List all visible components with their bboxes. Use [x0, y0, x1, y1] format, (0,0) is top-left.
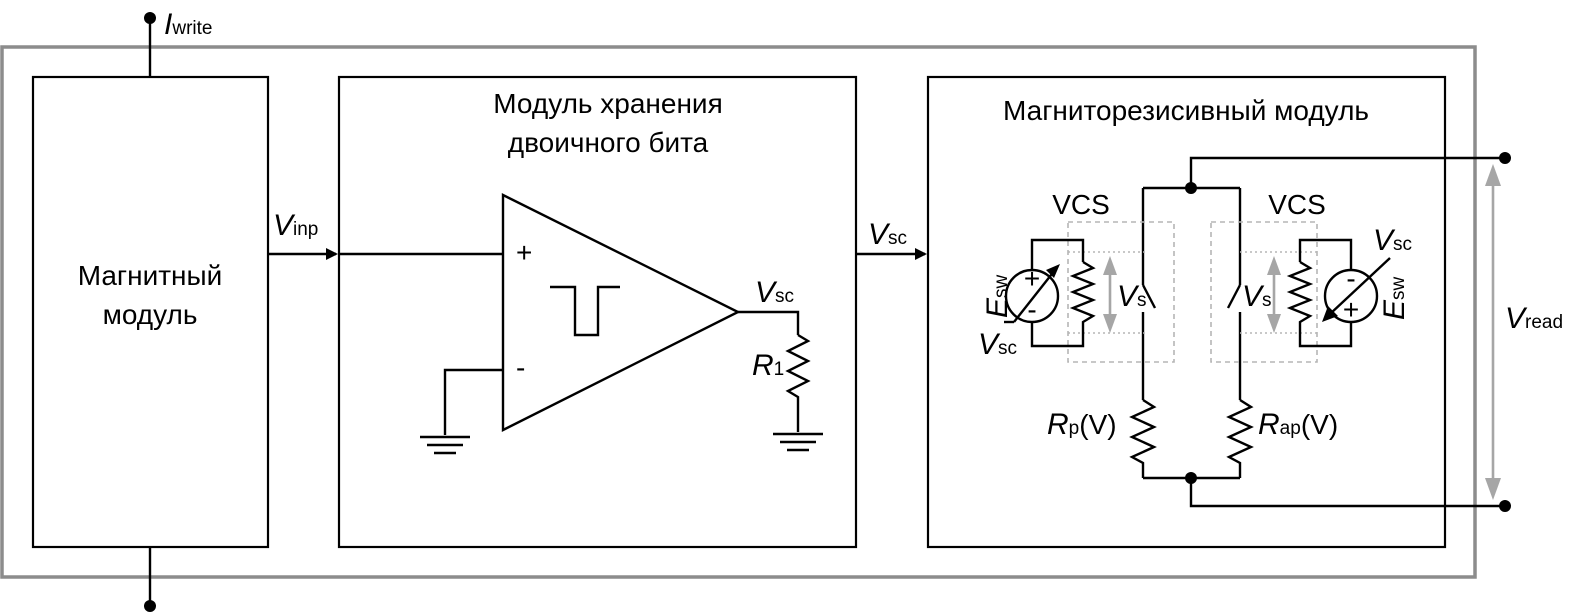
vcs-left-control-arrowhead [1046, 264, 1060, 278]
ground-symbol-right [773, 432, 823, 452]
left-switch-blade [1141, 284, 1157, 309]
v-sc-vcs-left-label: Vsc [978, 328, 1017, 361]
vcs-left-resistor [1069, 260, 1097, 326]
rp-label: Rp(V) [1047, 408, 1117, 441]
top-junction-node [1185, 182, 1197, 194]
vs-left-arrow-head-bottom [1103, 314, 1117, 333]
top-rail-wire [1189, 156, 1505, 188]
rap-label: Rap(V) [1258, 408, 1338, 441]
vread-arrow-head-bottom [1485, 478, 1501, 500]
v-read-label: Vread [1505, 302, 1563, 335]
magnetoresistive-module-box [926, 75, 1447, 549]
vread-arrow-head-top [1485, 164, 1501, 186]
bottom-junction-node [1185, 472, 1197, 484]
comparator-minus: - [516, 352, 525, 383]
iwrite-top-terminal [144, 12, 156, 24]
vs-right-arrow-head-bottom [1267, 314, 1281, 333]
resistor-rap [1226, 398, 1254, 478]
vcs-right-resistor [1286, 260, 1314, 326]
v-sc-link-label: Vsc [868, 218, 907, 251]
vcs-left-source-minus: - [1027, 294, 1036, 325]
vcs-right-source-plus: + [1343, 294, 1359, 325]
magnetoresistive-module-title: Магниторезисивный модуль [1003, 95, 1369, 126]
vcs-left-label: VCS [1052, 189, 1110, 220]
vcs-left-bottom-wire [1030, 322, 1085, 348]
iwrite-bottom-terminal [144, 600, 156, 612]
e-sw-left-label: Esw [981, 274, 1014, 318]
i-write-label: Iwrite [164, 8, 212, 41]
hysteresis-symbol [550, 285, 620, 337]
magnetic-module-line1: Магнитный [78, 260, 223, 291]
v-sc-output-label: Vsc [755, 276, 794, 309]
vcs-left-dashed-box [1067, 221, 1175, 363]
resistor-rp [1129, 398, 1157, 478]
vcs-right-source-minus: - [1346, 263, 1355, 294]
vcs-left-source-circle [1004, 268, 1060, 324]
comparator-triangle [501, 193, 741, 432]
vread-bottom-terminal [1499, 500, 1511, 512]
vcs-right-source-circle [1323, 268, 1379, 324]
magnetic-module-box [31, 75, 270, 549]
minus-input-wire [443, 368, 503, 435]
magnetic-module-line2: модуль [103, 299, 198, 330]
vcs-left-source-plus: + [1024, 263, 1040, 294]
comparator-plus: + [516, 237, 532, 268]
ground-symbol-left [420, 435, 470, 455]
vcs-right-label: VCS [1268, 189, 1326, 220]
v-s-left-label: Vs [1117, 280, 1147, 313]
vread-top-terminal [1499, 152, 1511, 164]
vs-left-arrow-head-top [1103, 256, 1117, 275]
vcs-left-control-line [1013, 269, 1056, 323]
r1-label: R1 [752, 349, 784, 382]
vcs-right-bottom-wire [1298, 322, 1353, 348]
storage-module-line1: Модуль хранения [493, 88, 722, 119]
v-sc-vcs-right-label: Vsc [1373, 224, 1412, 257]
vs-right-arrow-head-top [1267, 256, 1281, 275]
storage-module-line2: двоичного бита [508, 127, 709, 158]
vcs-right-dashed-box [1210, 221, 1318, 363]
vcs-right-control-arrowhead [1322, 306, 1338, 322]
vcs-left-top-wire [1030, 238, 1085, 270]
v-inp-label: Vinp [273, 209, 318, 242]
v-s-right-label: Vs [1242, 280, 1272, 313]
resistor-r1 [785, 333, 811, 432]
right-switch-blade [1226, 284, 1242, 309]
comparator-output-wire [738, 310, 800, 335]
e-sw-right-label: Esw [1378, 276, 1411, 320]
bottom-rail-wire [1189, 478, 1505, 508]
outer-frame [0, 45, 1477, 579]
vcs-right-top-wire [1298, 238, 1353, 270]
vcs-right-control-line [1329, 257, 1391, 315]
